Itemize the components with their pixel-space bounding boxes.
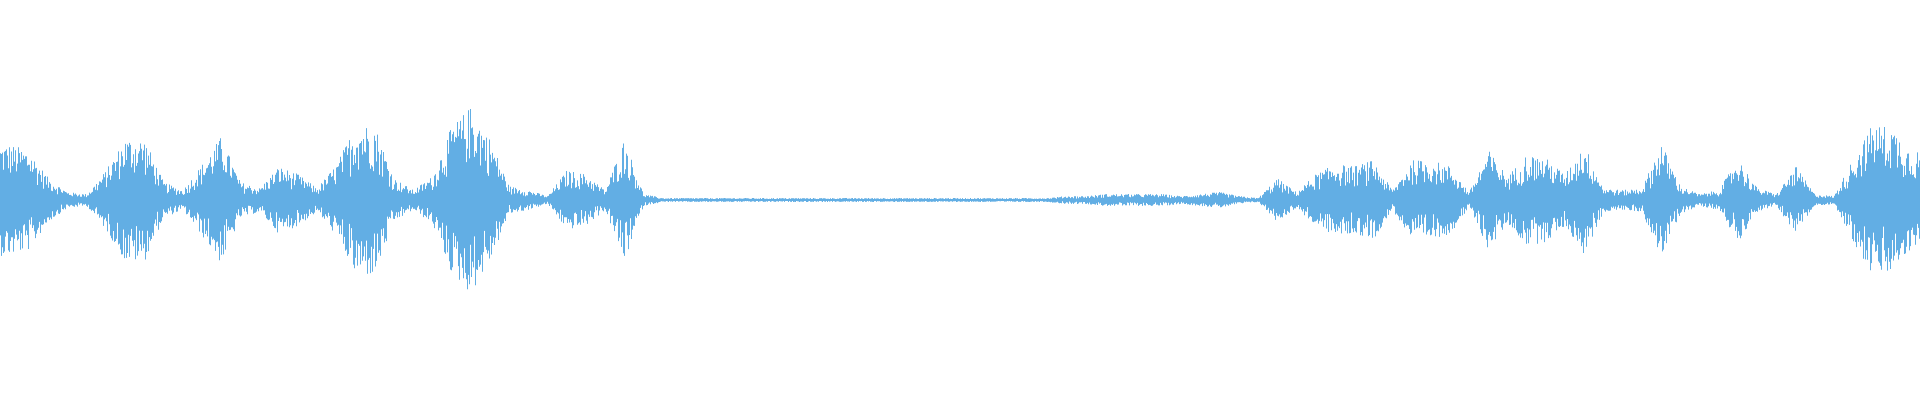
waveform-path [0,109,1920,290]
